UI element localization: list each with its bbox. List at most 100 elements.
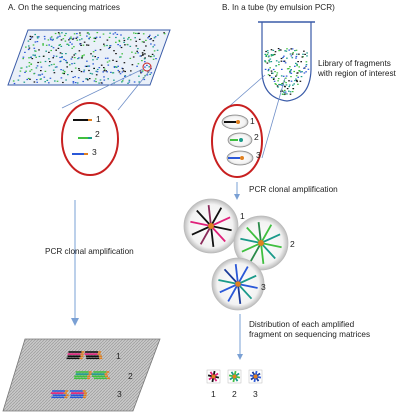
fragment-dot <box>100 64 103 66</box>
fragment-dot <box>89 36 91 38</box>
tube-dot <box>290 48 292 50</box>
fragment-dot <box>144 66 146 68</box>
fragment-dot <box>41 73 44 75</box>
fragment-dot <box>115 36 117 39</box>
fragment-a-number-1: 1 <box>96 114 101 124</box>
fragment-dot <box>50 64 53 66</box>
fragment-dot <box>36 65 39 67</box>
fragment-dot <box>27 40 30 42</box>
tube-dot <box>272 77 275 80</box>
fragment-dot <box>91 73 94 75</box>
fragment-dot <box>151 53 154 55</box>
fragment-dot <box>39 74 42 76</box>
fragment-dot <box>73 33 76 35</box>
fragment-dot <box>34 41 37 43</box>
fragment-dot <box>30 69 33 71</box>
fragment-dot <box>140 71 143 73</box>
fragment-dot <box>48 82 50 84</box>
bead-strand <box>260 242 276 260</box>
fragment-dot <box>143 78 146 81</box>
fragment-dot <box>123 62 126 64</box>
tube-dot <box>291 48 294 50</box>
fragment-dot <box>76 33 78 35</box>
tube-dot <box>291 57 294 59</box>
tube-dot <box>276 85 279 87</box>
fragment-dot <box>33 73 35 75</box>
tube-dot <box>305 65 307 67</box>
fragment-dot <box>86 65 88 67</box>
fragment-dot <box>69 41 71 43</box>
arrow-head-a <box>71 318 79 326</box>
fragment-dot <box>131 51 133 53</box>
fragment-dot <box>88 37 90 39</box>
distribution-label-1: Distribution of each amplified <box>249 320 355 329</box>
fragment-dot <box>69 64 71 66</box>
tube-dot <box>265 55 267 57</box>
fragment-dot <box>135 32 137 34</box>
fragment-dot <box>62 38 65 40</box>
fragment-dot <box>28 57 30 59</box>
fragment-dot <box>34 50 36 52</box>
tube-dot <box>285 77 287 79</box>
fragment-dot <box>138 75 140 77</box>
fragment-dot <box>61 32 63 34</box>
distribution-label-2: fragment on sequencing matrices <box>249 330 371 339</box>
bead-strand <box>260 242 282 249</box>
tube-dot <box>295 57 297 59</box>
tube-dot <box>285 50 288 52</box>
fragment-dot <box>38 49 40 51</box>
panel-a-title: A. On the sequencing matrices <box>8 3 120 12</box>
fragment-dot <box>58 44 60 46</box>
fragment-dot <box>138 81 140 83</box>
fragment-dot <box>87 44 90 46</box>
fragment-dot <box>87 79 89 81</box>
tube-dot <box>282 56 284 59</box>
fragment-dot <box>34 33 36 36</box>
fragment-dot <box>109 46 111 48</box>
arrow-head-b2 <box>237 354 243 360</box>
tube-dot <box>266 50 269 52</box>
tube-dot <box>297 61 299 63</box>
fragment-dot <box>110 71 112 73</box>
fragment-dot <box>44 38 46 40</box>
emulsion-bead-1 <box>221 114 249 130</box>
tube-dot <box>270 61 273 63</box>
fragment-dot <box>70 36 72 38</box>
fragment-dot <box>56 66 58 68</box>
fragment-dot <box>25 46 27 48</box>
fragment-dot <box>106 44 108 47</box>
tube-dot <box>303 50 305 52</box>
tube-dot <box>303 67 305 69</box>
tube-dot <box>280 49 282 51</box>
tube-dot <box>293 70 295 73</box>
tube-dot <box>296 63 298 65</box>
tube-dot <box>281 93 284 95</box>
tube-dot <box>283 85 286 87</box>
fragment-dot <box>128 37 130 39</box>
tube-dot <box>288 86 290 88</box>
tube-dot <box>306 52 308 54</box>
fragment-dot <box>122 70 125 72</box>
tube-dot <box>294 65 296 67</box>
fragment-dot <box>150 38 152 40</box>
fragment-dot <box>59 61 61 63</box>
fragment-dot <box>152 40 155 42</box>
fragment-dot <box>78 50 81 52</box>
fragment-dot <box>88 33 90 35</box>
fragment-dot <box>143 41 145 43</box>
bead-center <box>208 223 214 229</box>
fragment-dot <box>86 44 88 46</box>
fragment-dot <box>134 52 137 54</box>
bead-strand <box>210 225 226 243</box>
tube-dot <box>299 71 302 73</box>
fragment-dot <box>72 37 75 39</box>
distributed-bead-1 <box>206 369 221 384</box>
tube-dot <box>265 55 268 57</box>
tube-dot <box>299 80 302 82</box>
tube-dot <box>272 68 275 71</box>
fragment-dot <box>43 76 46 78</box>
tube-dot <box>278 50 280 52</box>
tube-dot <box>274 71 276 73</box>
fragment-dot <box>53 63 55 65</box>
